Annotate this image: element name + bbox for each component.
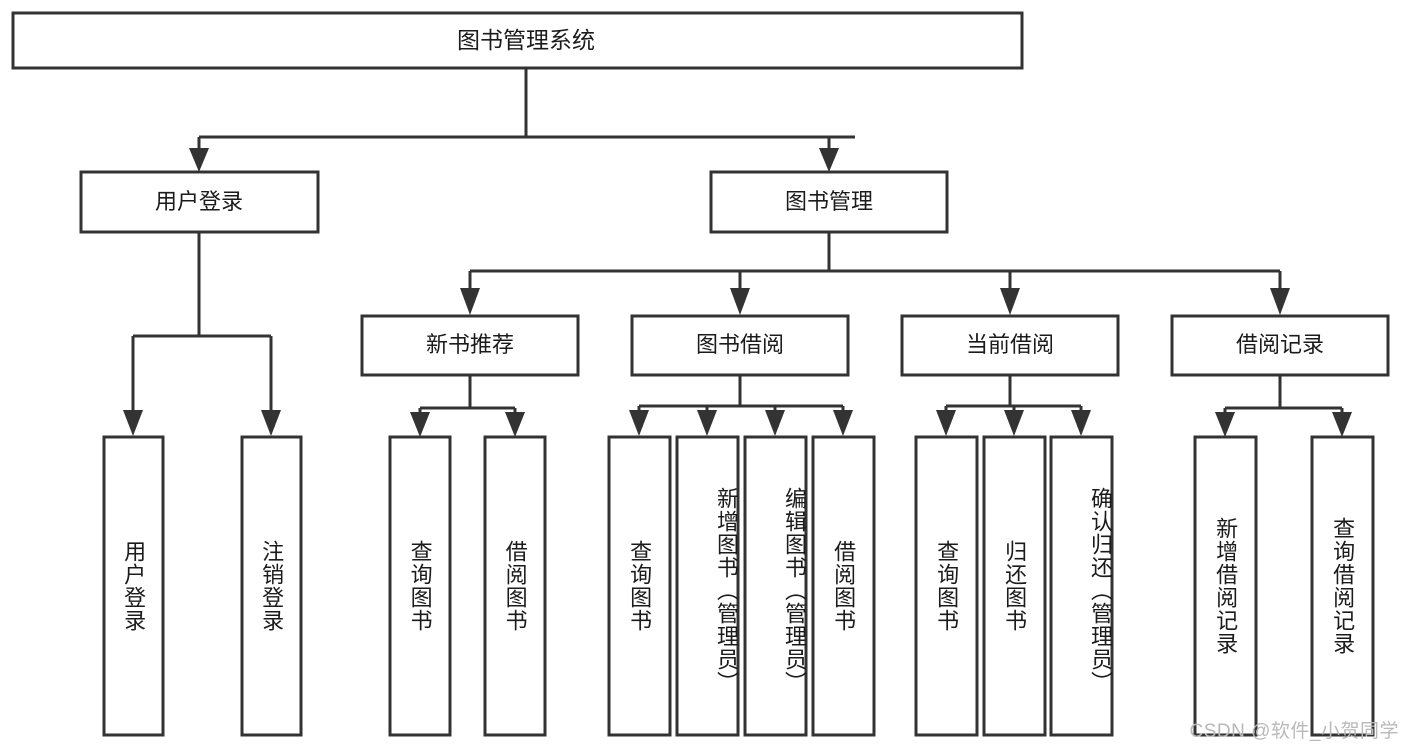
node-current-borrow-box[interactable] — [900, 314, 1120, 377]
node-new-book-recommend-box[interactable] — [360, 314, 580, 377]
node-borrow-record[interactable]: 借阅记录 — [1170, 314, 1390, 377]
arrow-borrow-leaf-3 — [765, 410, 785, 436]
leaf-box-current-confirm-return[interactable] — [1049, 435, 1114, 737]
node-user-login-label: 用户登录 — [155, 189, 243, 214]
node-book-management-label: 图书管理 — [785, 189, 873, 214]
leaf-box-user-login[interactable] — [102, 435, 165, 737]
node-book-management[interactable]: 图书管理 — [709, 170, 949, 234]
arrow-borrow-leaf-1 — [629, 410, 649, 436]
node-book-borrow-box[interactable] — [630, 314, 850, 377]
arrow-to-leaf-logout — [261, 410, 281, 436]
arrow-newbook-leaf-1 — [410, 412, 430, 437]
arrow-record-leaf-1 — [1215, 412, 1235, 437]
node-book-borrow-label: 图书借阅 — [696, 332, 784, 357]
arrow-to-book-mgmt — [819, 148, 839, 172]
arrow-to-new-book-rec — [460, 288, 480, 315]
leaf-box-borrow-query-book[interactable] — [607, 435, 672, 737]
arrow-record-leaf-2 — [1332, 412, 1352, 437]
leaf-box-record-query[interactable] — [1310, 435, 1375, 737]
leaf-box-newbook-borrow-book[interactable] — [483, 435, 547, 737]
node-borrow-record-box[interactable] — [1170, 314, 1390, 377]
leaf-box-record-add[interactable] — [1193, 435, 1258, 737]
arrow-current-leaf-2 — [1004, 410, 1024, 436]
arrow-current-leaf-3 — [1071, 410, 1091, 436]
arrow-to-current-borrow — [1000, 288, 1020, 315]
leaf-box-current-return-book[interactable] — [982, 435, 1047, 737]
node-root-box[interactable] — [11, 11, 1024, 70]
arrow-newbook-leaf-2 — [505, 412, 525, 437]
watermark-text: CSDN @软件_小贺同学 — [1189, 721, 1399, 742]
leaf-box-current-query-book[interactable] — [914, 435, 979, 737]
node-current-borrow[interactable]: 当前借阅 — [900, 314, 1120, 377]
arrow-to-book-borrow — [730, 288, 750, 315]
leaf-box-newbook-query-book[interactable] — [388, 435, 452, 737]
node-user-login-box[interactable] — [79, 170, 320, 234]
arrow-to-user-login — [189, 148, 209, 172]
node-new-book-recommend[interactable]: 新书推荐 — [360, 314, 580, 377]
arrow-borrow-leaf-2 — [697, 410, 717, 436]
node-borrow-record-label: 借阅记录 — [1236, 332, 1324, 357]
node-root-label: 图书管理系统 — [457, 27, 595, 53]
node-new-book-recommend-label: 新书推荐 — [426, 332, 514, 357]
arrow-current-leaf-1 — [936, 410, 956, 436]
leaf-box-borrow-add-book[interactable] — [675, 435, 740, 737]
arrow-to-leaf-user-login — [123, 410, 143, 436]
arrow-borrow-leaf-4 — [833, 410, 853, 436]
node-book-management-box[interactable] — [709, 170, 949, 234]
node-user-login[interactable]: 用户登录 — [79, 170, 320, 234]
node-root[interactable]: 图书管理系统 — [11, 11, 1024, 70]
leaf-box-borrow-edit-book[interactable] — [743, 435, 808, 737]
arrow-to-borrow-record — [1270, 288, 1290, 315]
leaf-box-borrow-borrow-book[interactable] — [811, 435, 876, 737]
connector-layer — [123, 68, 1352, 437]
leaf-box-logout[interactable] — [240, 435, 303, 737]
node-current-borrow-label: 当前借阅 — [966, 332, 1054, 357]
node-book-borrow[interactable]: 图书借阅 — [630, 314, 850, 377]
